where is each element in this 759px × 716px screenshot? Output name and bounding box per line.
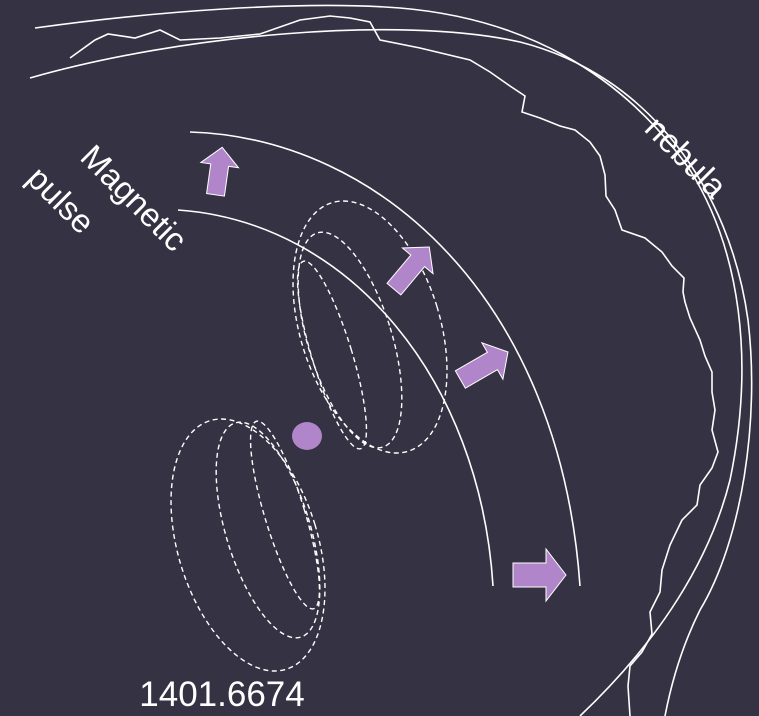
identifier-label: 1401.6674 xyxy=(139,675,304,714)
magnetic-field-lines xyxy=(170,200,448,672)
pulse-arrow-2 xyxy=(386,246,434,296)
field-line-lower-1 xyxy=(249,420,321,610)
pulse-arrow-4 xyxy=(512,547,567,603)
pulse-arrows xyxy=(199,146,567,603)
pulse-shell-inner xyxy=(177,209,494,587)
nebula-label: nebula xyxy=(638,109,735,206)
field-line-upper-3 xyxy=(292,200,448,454)
field-line-lower-2 xyxy=(215,421,321,639)
pulse-shells xyxy=(177,131,581,587)
pulse-arrow-3 xyxy=(454,341,509,389)
pulse-shell-outer xyxy=(189,131,581,587)
pulsar-star xyxy=(292,422,322,450)
nebula-inner-line xyxy=(34,4,743,716)
pulse-arrow-1 xyxy=(199,146,240,197)
field-line-lower-3 xyxy=(170,418,326,672)
field-line-upper-1 xyxy=(296,260,368,450)
magnetic-label: Magnetic xyxy=(74,137,195,258)
nebula-filament xyxy=(69,15,719,716)
nebula-boundary xyxy=(29,4,753,716)
field-line-upper-2 xyxy=(297,231,403,449)
nebula-outer-line xyxy=(29,28,753,716)
